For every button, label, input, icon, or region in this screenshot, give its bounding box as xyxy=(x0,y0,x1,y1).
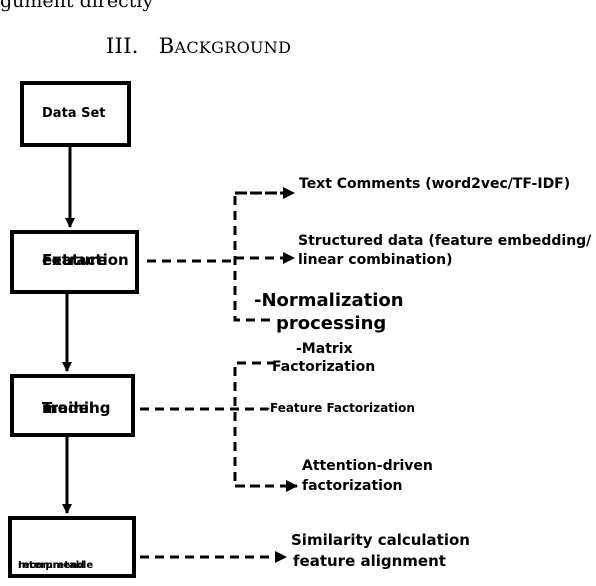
interpretable-recommend-box: Interpretable recommend xyxy=(8,516,136,578)
similarity-label-line-1: Similarity calculation xyxy=(291,531,470,549)
normalization-label-line-2: processing xyxy=(276,313,387,334)
training-model-line-2: model xyxy=(42,399,94,417)
section-number: III. xyxy=(106,34,139,58)
structured-data-label-line-1: Structured data (feature embedding/ xyxy=(298,233,592,249)
data-set-box: Data Set xyxy=(20,81,131,147)
matrix-factorization-label-line-2: Factorization xyxy=(272,359,376,375)
feature-factorization-label: -Feature Factorization xyxy=(265,401,415,415)
structured-data-label-line-2: linear combination) xyxy=(298,252,453,268)
attention-driven-label-line-2: factorization xyxy=(302,478,403,494)
attention-driven-label-line-1: Attention-driven xyxy=(302,458,433,474)
normalization-label-line-1: -Normalization xyxy=(254,290,404,311)
matrix-factorization-label-line-1: -Matrix xyxy=(296,341,353,357)
interpretable-line-1: Interpretable xyxy=(18,560,94,571)
section-title: BACKGROUND xyxy=(158,34,292,58)
text-comments-label: Text Comments (word2vec/TF-IDF) xyxy=(299,176,571,192)
similarity-label-line-2: feature alignment xyxy=(293,552,446,570)
section-heading: III. BACKGROUND xyxy=(106,34,291,58)
interpretable-line-2: recommend xyxy=(18,560,85,571)
feature-extraction-line-2: extraction xyxy=(42,251,129,269)
feature-extraction-line-1: Feature xyxy=(42,251,108,269)
training-model-line-1: Training xyxy=(42,399,111,417)
preceding-text-fragment: gument directly xyxy=(0,0,154,12)
dash-training-bracket xyxy=(233,361,276,488)
feature-extraction-box: Feature extraction xyxy=(10,230,139,294)
training-model-box: Training model xyxy=(10,374,135,437)
data-set-label: Data Set xyxy=(42,106,106,121)
